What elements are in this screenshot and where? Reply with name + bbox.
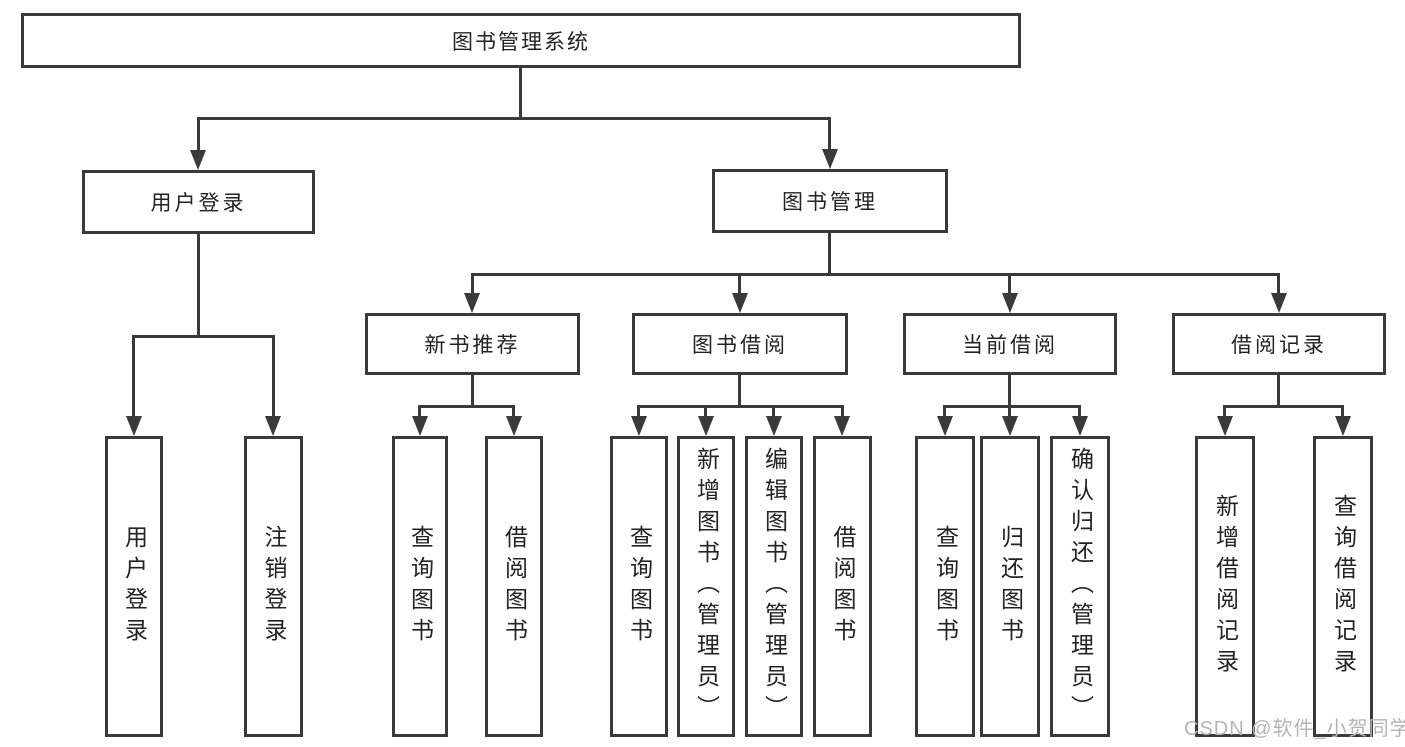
- node-library-system-label: 图书管理系统: [452, 30, 590, 54]
- arrow-down-icon: [937, 416, 953, 436]
- leaf-add-books-admin-label: 新增图书（管理员）: [693, 447, 720, 726]
- connector-line: [471, 273, 1280, 276]
- arrow-down-icon: [698, 416, 714, 436]
- connector-line: [418, 405, 421, 419]
- connector-line: [471, 373, 474, 408]
- leaf-query-books-recommend: 查询图书: [392, 436, 448, 737]
- arrow-down-icon: [631, 416, 647, 436]
- arrow-down-icon: [1335, 416, 1351, 436]
- connector-line: [1277, 273, 1280, 296]
- connector-line: [519, 66, 522, 117]
- connector-line: [512, 405, 515, 419]
- leaf-borrow-books-recommend-label: 借阅图书: [501, 524, 528, 649]
- arrow-down-icon: [126, 416, 142, 436]
- connector-line: [1008, 273, 1011, 296]
- arrow-down-icon: [1217, 416, 1233, 436]
- leaf-edit-books-admin-label: 编辑图书（管理员）: [761, 447, 788, 726]
- leaf-query-books-recommend-label: 查询图书: [407, 524, 434, 649]
- arrow-down-icon: [412, 416, 428, 436]
- connector-line: [1008, 373, 1011, 408]
- arrow-down-icon: [506, 416, 522, 436]
- connector-line: [772, 405, 775, 419]
- node-borrowing-records-label: 借阅记录: [1231, 334, 1327, 357]
- arrow-down-icon: [822, 149, 838, 169]
- leaf-confirm-return-admin: 确认归还（管理员）: [1050, 436, 1110, 737]
- connector-line: [197, 117, 831, 120]
- arrow-down-icon: [1072, 416, 1088, 436]
- connector-line: [841, 405, 844, 419]
- connector-line: [197, 117, 200, 153]
- node-book-borrowing: 图书借阅: [632, 313, 848, 375]
- connector-line: [272, 335, 275, 418]
- node-new-book-recommend-label: 新书推荐: [424, 334, 521, 357]
- leaf-logout-label: 注销登录: [261, 524, 287, 649]
- arrow-down-icon: [1002, 293, 1018, 313]
- node-new-book-recommend: 新书推荐: [365, 313, 580, 375]
- leaf-query-borrow-record: 查询借阅记录: [1313, 436, 1373, 737]
- connector-line: [132, 335, 135, 418]
- node-borrowing-records: 借阅记录: [1172, 313, 1386, 375]
- connector-line: [828, 117, 831, 153]
- node-library-system: 图书管理系统: [21, 13, 1021, 68]
- leaf-logout: 注销登录: [244, 436, 303, 737]
- connector-line: [637, 405, 844, 408]
- arrow-down-icon: [732, 293, 748, 313]
- node-user-login: 用户登录: [82, 170, 315, 234]
- node-current-borrowing-label: 当前借阅: [962, 334, 1058, 357]
- connector-line: [197, 232, 200, 338]
- connector-line: [132, 335, 275, 338]
- connector-line: [943, 405, 1081, 408]
- leaf-borrow-books: 借阅图书: [813, 436, 872, 737]
- arrow-down-icon: [766, 416, 782, 436]
- connector-line: [1277, 373, 1280, 408]
- leaf-user-login: 用户登录: [105, 436, 163, 737]
- arrow-down-icon: [1002, 416, 1018, 436]
- arrow-down-icon: [834, 416, 850, 436]
- leaf-add-borrow-record-label: 新增借阅记录: [1212, 493, 1239, 680]
- node-current-borrowing: 当前借阅: [903, 313, 1117, 375]
- connector-line: [1078, 405, 1081, 419]
- arrow-down-icon: [265, 416, 281, 436]
- connector-line: [1223, 405, 1226, 419]
- leaf-confirm-return-admin-label: 确认归还（管理员）: [1067, 447, 1094, 726]
- connector-line: [1341, 405, 1344, 419]
- leaf-borrow-books-label: 借阅图书: [830, 524, 856, 649]
- node-book-management: 图书管理: [712, 169, 948, 233]
- leaf-user-login-label: 用户登录: [121, 524, 148, 649]
- node-book-borrowing-label: 图书借阅: [692, 334, 788, 357]
- connector-line: [828, 231, 831, 273]
- leaf-query-books-current-label: 查询图书: [932, 524, 959, 649]
- arrow-down-icon: [1271, 293, 1287, 313]
- leaf-return-books-label: 归还图书: [997, 524, 1024, 649]
- connector-line: [637, 405, 640, 419]
- connector-line: [738, 273, 741, 296]
- connector-line: [704, 405, 707, 419]
- watermark: CSDN @软件_小贺同学: [1184, 718, 1405, 740]
- arrow-down-icon: [190, 150, 206, 170]
- leaf-borrow-books-recommend: 借阅图书: [485, 436, 543, 737]
- connector-line: [738, 373, 741, 408]
- leaf-query-books-borrowing: 查询图书: [610, 436, 668, 737]
- connector-line: [471, 273, 474, 296]
- connector-line: [1223, 405, 1344, 408]
- leaf-query-books-borrowing-label: 查询图书: [626, 524, 653, 649]
- connector-line: [418, 405, 515, 408]
- leaf-add-books-admin: 新增图书（管理员）: [677, 436, 735, 737]
- node-user-login-label: 用户登录: [150, 192, 247, 215]
- connector-line: [1008, 405, 1011, 419]
- leaf-query-books-current: 查询图书: [915, 436, 975, 737]
- arrow-down-icon: [464, 293, 480, 313]
- node-book-management-label: 图书管理: [782, 191, 878, 214]
- leaf-return-books: 归还图书: [980, 436, 1040, 737]
- leaf-add-borrow-record: 新增借阅记录: [1195, 436, 1255, 737]
- leaf-query-borrow-record-label: 查询借阅记录: [1330, 493, 1357, 680]
- leaf-edit-books-admin: 编辑图书（管理员）: [745, 436, 803, 737]
- connector-line: [943, 405, 946, 419]
